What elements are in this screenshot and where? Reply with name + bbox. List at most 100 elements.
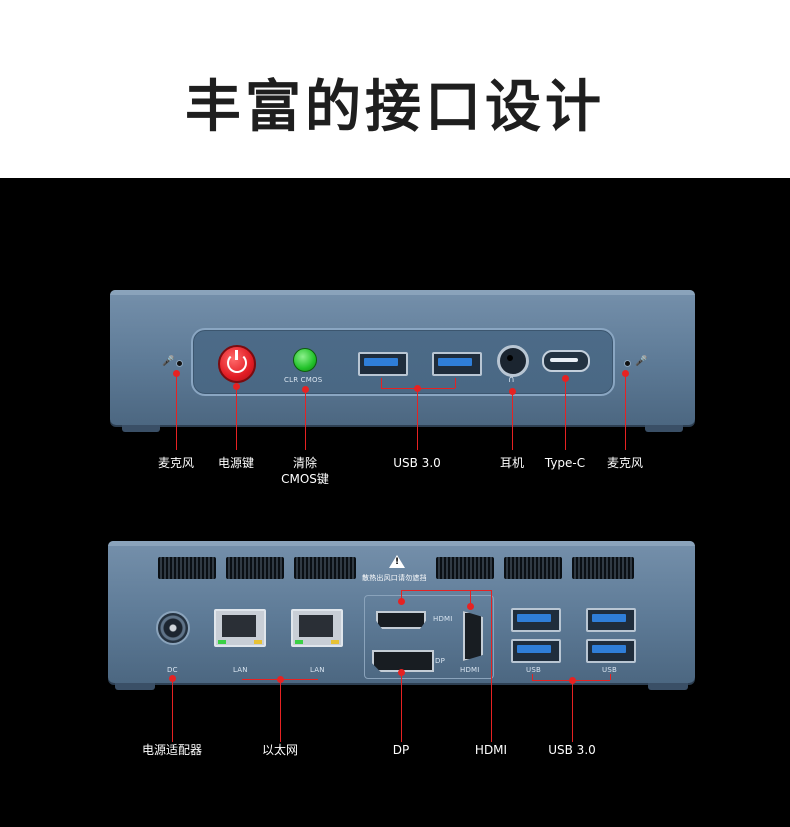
usb-tongue [438,358,472,366]
hdmi-port-horizontal [376,611,426,629]
cmos-label-line1: 清除 [292,456,317,470]
ethernet-label: 以太网 [261,743,298,757]
usb-port-front-1 [358,352,408,376]
lan-led-yellow [254,640,262,644]
cmos-pin [302,386,309,393]
dc-jack [156,611,190,645]
usb-front-label: USB 3.0 [393,456,441,470]
cmos-label-line2: CMOS键 [281,472,329,486]
usb2-port-text: USB [602,666,617,674]
hdmi-pin-1 [398,598,405,605]
mic-hole-left [176,360,183,367]
usb-back-label: USB 3.0 [548,743,596,757]
mic-left-pin [173,370,180,377]
earphone-pin [509,388,516,395]
lan2-port-text: LAN [310,666,325,674]
usb-back-bracket-right [610,674,611,680]
dc-port-text: DC [167,666,178,674]
lan-led-yellow [331,640,339,644]
usb-port-back-2 [511,639,561,663]
usb-front-line [417,389,418,450]
lan-socket [222,615,256,637]
vent-6 [572,557,634,579]
hdmi1-port-text: HDMI [433,615,453,623]
vent-2 [226,557,284,579]
usb-front-bracket-left [381,378,382,388]
hdmi-pin-2 [467,603,474,610]
warning-icon [389,555,405,568]
lan-port-2 [291,609,343,647]
typec-port [542,350,590,372]
vent-warning-text: 散热出风口请勿遮挡 [362,574,427,582]
usb-tongue [364,358,398,366]
vent-4 [436,557,494,579]
back-foot-right [648,683,688,690]
audio-jack [497,345,529,377]
usb-port-back-1 [511,608,561,632]
vent-1 [158,557,216,579]
dc-pin [169,675,176,682]
back-panel-device: 散热出风口请勿遮挡 DC LAN LAN HDMI HDMI DP USB US… [108,541,695,683]
mic-right-pin [622,370,629,377]
lan-line [280,680,281,742]
hdmi-bracket-left [401,590,402,602]
hdmi-line [491,590,492,742]
lan-pin [277,676,284,683]
usb-tongue [517,645,551,653]
front-foot-right [645,425,683,432]
lan-led-green [295,640,303,644]
mic-hole-right [624,360,631,367]
typec-label: Type-C [544,456,586,470]
usb1-port-text: USB [526,666,541,674]
back-foot-left [115,683,155,690]
usb-tongue [592,645,626,653]
usb-front-pin [414,385,421,392]
usb-tongue [517,614,551,622]
mic-icon-right: 🎤 [635,356,648,367]
dark-background [0,178,790,827]
headphone-icon: ∩ [508,375,515,385]
usb-back-pin [569,677,576,684]
lan1-port-text: LAN [233,666,248,674]
usb-port-front-2 [432,352,482,376]
power-icon [227,350,247,373]
front-foot-left [122,425,160,432]
mic-left-line [176,374,177,450]
power-button[interactable] [218,345,256,383]
lan-socket [299,615,333,637]
power-pin [233,383,240,390]
usb-back-bracket-left [532,674,533,680]
usb-tongue [592,614,626,622]
clr-cmos-label: CLR CMOS [284,376,323,384]
mic-right-label: 麦克风 [606,456,643,470]
hdmi2-port-text: HDMI [460,666,480,674]
power-adapter-label: 电源适配器 [141,743,202,757]
dp-label: DP [392,743,410,757]
mic-left-label: 麦克风 [157,456,194,470]
hdmi-label: HDMI [474,743,508,757]
device-top-edge [108,541,695,546]
vent-5 [504,557,562,579]
dp-line [401,673,402,742]
dp-port-text: DP [435,657,446,665]
power-label: 电源键 [217,456,254,470]
front-panel-device: 🎤 CLR CMOS ∩ 🎤 [110,290,695,425]
display-port-group [364,595,494,679]
lan-led-green [218,640,226,644]
mic-icon-left: 🎤 [162,356,175,367]
mic-right-line [625,374,626,450]
usb-port-back-3 [586,608,636,632]
clear-cmos-button[interactable] [293,348,317,372]
header-banner: 丰富的接口设计 [0,0,790,178]
hdmi-bracket-top [401,590,492,591]
dp-pin [398,669,405,676]
usb-front-bracket-right [455,378,456,388]
earphone-line [512,392,513,450]
earphone-label: 耳机 [499,456,524,470]
typec-line [565,379,566,450]
lan-port-1 [214,609,266,647]
vent-3 [294,557,356,579]
hdmi-port-vertical [463,611,483,661]
page-title: 丰富的接口设计 [185,75,605,140]
dc-line [172,679,173,742]
